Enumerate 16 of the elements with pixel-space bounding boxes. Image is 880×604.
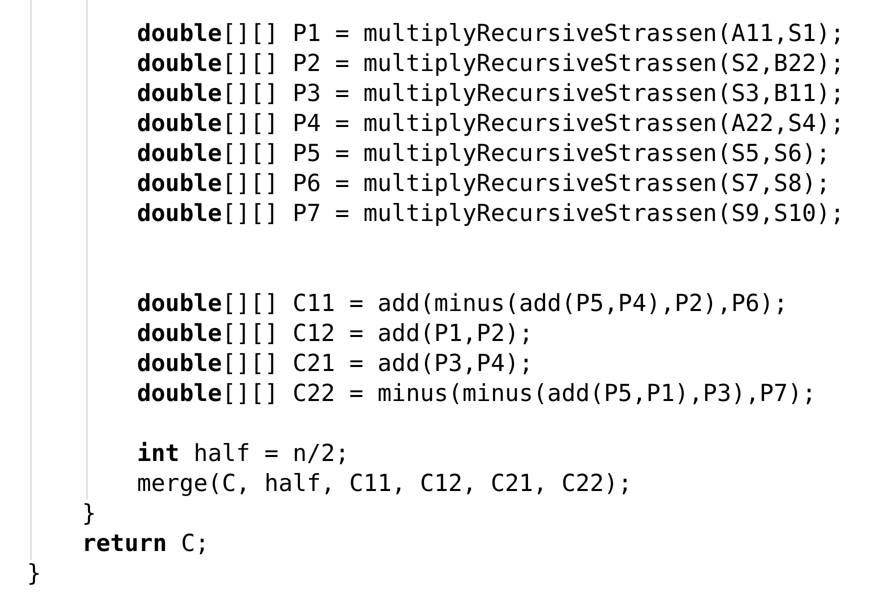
code-line: double[][] P6 = multiplyRecursiveStrassen(S7,S8); <box>137 168 830 198</box>
code-line: double[][] P5 = multiplyRecursiveStrassen(S5,S6); <box>137 138 830 168</box>
code-line: } <box>27 558 42 588</box>
code-line: double[][] P4 = multiplyRecursiveStrassen(A22,S4); <box>137 108 844 138</box>
code-line: double[][] P1 = multiplyRecursiveStrassen(A11,S1); <box>137 18 844 48</box>
code-line: } <box>82 498 96 528</box>
code-line: double[][] P7 = multiplyRecursiveStrassen(S9,S10); <box>137 198 844 228</box>
code-line: double[][] C11 = add(minus(add(P5,P4),P2),P6); <box>137 288 788 318</box>
code-line: double[][] P3 = multiplyRecursiveStrassen(S3,B11); <box>137 78 844 108</box>
code-line: merge(C, half, C11, C12, C21, C22); <box>137 468 632 498</box>
code-line: return C; <box>82 528 210 558</box>
code-line: double[][] C21 = add(P3,P4); <box>137 348 534 378</box>
code-line: int half = n/2; <box>137 438 350 468</box>
code-line: double[][] P2 = multiplyRecursiveStrassen(S2,B22); <box>137 48 844 78</box>
code-line: double[][] C12 = add(P1,P2); <box>137 318 534 348</box>
code-line: double[][] C22 = minus(minus(add(P5,P1),P3),P7); <box>137 378 816 408</box>
